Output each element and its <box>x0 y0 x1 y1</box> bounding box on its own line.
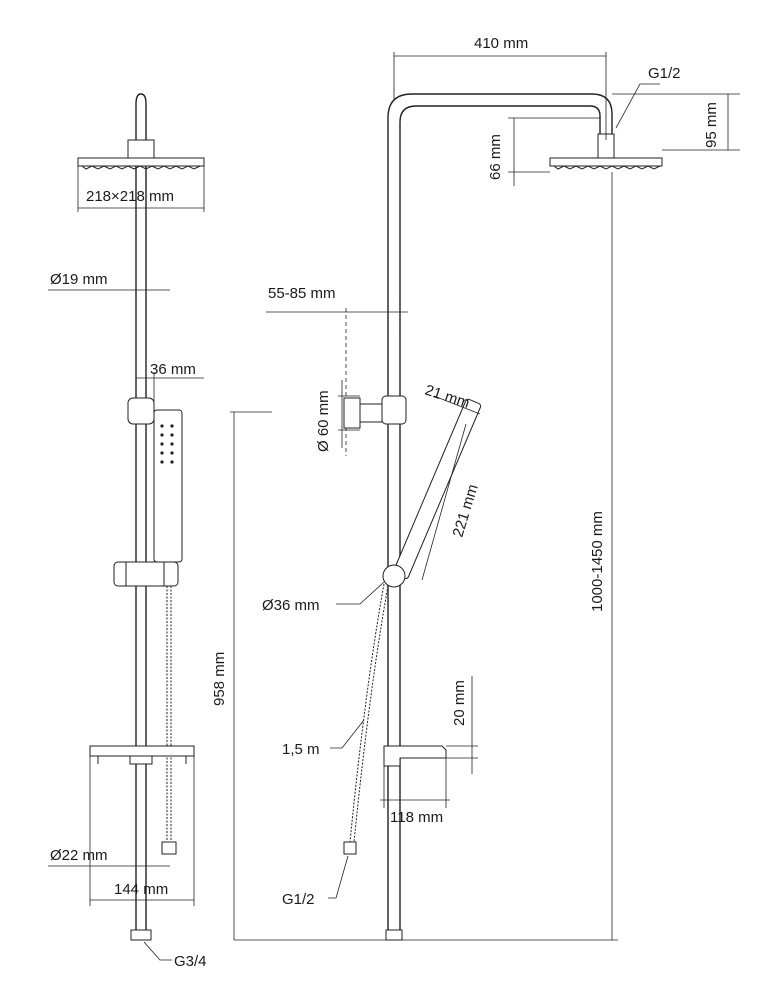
front-head-arm <box>135 93 147 140</box>
dimension-labels: 410 mm G1/2 95 mm 66 mm 218×218 mm Ø19 m… <box>50 35 720 970</box>
side-shelf <box>383 745 447 767</box>
front-hand-shower <box>153 409 183 563</box>
label-pipe-dia: Ø19 mm <box>50 271 108 288</box>
front-inlet <box>130 929 152 941</box>
label-slider-dia: Ø36 mm <box>262 597 320 614</box>
label-hand-len: 221 mm <box>450 482 482 539</box>
side-riser-outer <box>387 93 613 932</box>
label-hose-conn: G1/2 <box>282 891 315 908</box>
label-head-drop: 66 mm <box>487 134 504 180</box>
side-riser-inner <box>399 105 601 932</box>
side-rain-head <box>549 157 663 167</box>
label-inlet-dia: Ø22 mm <box>50 847 108 864</box>
label-shelf-h: 20 mm <box>451 680 468 726</box>
label-height-range: 1000-1450 mm <box>589 511 606 612</box>
dimension-lines <box>48 52 740 961</box>
side-hose-nut <box>343 841 357 855</box>
label-shelf-depth: 118 mm <box>390 809 443 826</box>
front-view <box>77 93 205 941</box>
label-hand-w: 21 mm <box>423 382 472 412</box>
front-slider <box>113 561 179 587</box>
label-head-width: 410 mm <box>474 35 528 52</box>
label-head-height: 95 mm <box>703 102 720 148</box>
label-shelf-w: 144 mm <box>114 881 168 898</box>
side-hose <box>349 583 385 843</box>
front-upper-holder <box>127 397 155 425</box>
front-head-connector <box>127 139 155 159</box>
front-shelf <box>89 745 195 757</box>
side-view <box>343 93 663 941</box>
label-total-h: 958 mm <box>211 652 228 706</box>
side-inlet <box>385 929 403 941</box>
front-rain-head <box>77 157 205 167</box>
front-hand-shower-nozzles <box>160 424 174 464</box>
label-rain-size: 218×218 mm <box>86 188 174 205</box>
label-wall-dist: 55-85 mm <box>268 285 336 302</box>
label-hose-len: 1,5 m <box>282 741 320 758</box>
label-inlet-conn: G3/4 <box>174 953 207 970</box>
label-bracket-dia: Ø 60 mm <box>315 390 332 452</box>
label-head-conn: G1/2 <box>648 65 681 82</box>
front-hose-nut <box>161 841 177 855</box>
side-bracket <box>343 397 361 429</box>
side-slider <box>382 564 406 588</box>
front-rain-head-nozzles <box>81 165 201 170</box>
label-holder-w: 36 mm <box>150 361 196 378</box>
